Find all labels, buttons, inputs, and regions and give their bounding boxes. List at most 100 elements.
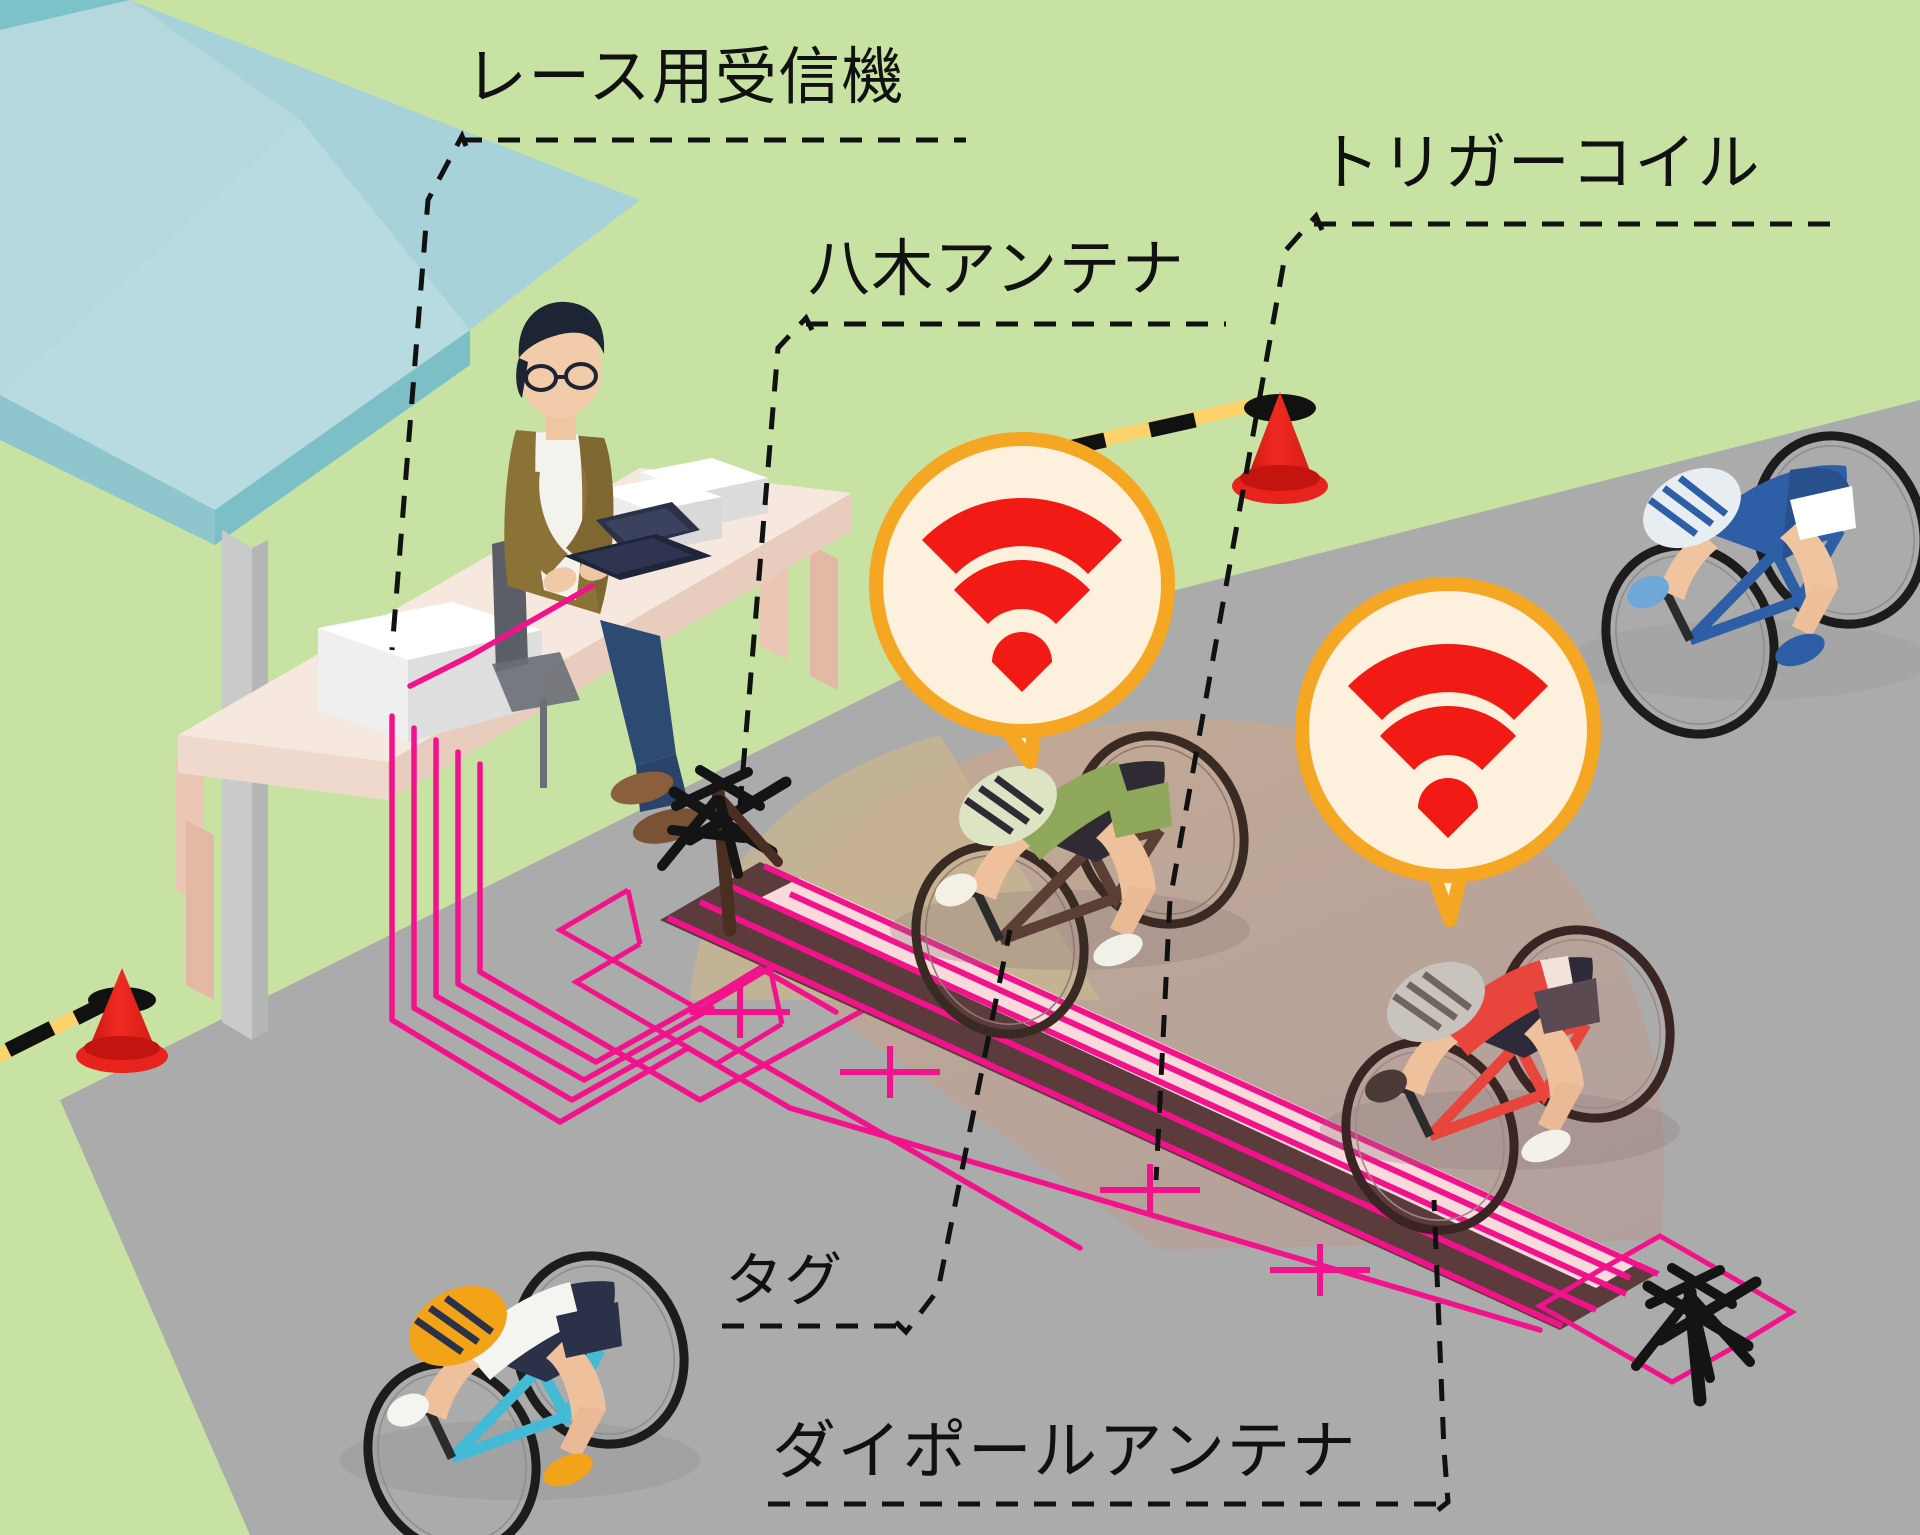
tent-canopy-left-face bbox=[0, 0, 300, 395]
operator-shoe-back bbox=[610, 771, 674, 805]
cone-base-shade bbox=[84, 1036, 160, 1060]
wifi-icon bbox=[1348, 643, 1548, 838]
leg-upper bbox=[1096, 818, 1156, 900]
leg-lower bbox=[1538, 1082, 1584, 1134]
tent-canopy-top-left bbox=[0, 0, 130, 30]
tent-canopy-under-right bbox=[215, 330, 470, 545]
chair-seat bbox=[492, 652, 580, 712]
operator-legs bbox=[600, 620, 676, 766]
yagi-leg-2 bbox=[717, 795, 783, 867]
operator-head bbox=[518, 318, 602, 418]
helmet-stripes bbox=[964, 775, 1045, 835]
receiver-box-left bbox=[318, 628, 408, 742]
arm bbox=[420, 1350, 480, 1420]
yagi-leg-1 bbox=[1631, 1295, 1693, 1371]
operator-arm-right bbox=[566, 452, 607, 566]
jersey-white bbox=[462, 1282, 580, 1380]
cyclist-green bbox=[890, 731, 1250, 1039]
helmet-stripes bbox=[1392, 971, 1473, 1031]
leg-lower bbox=[1792, 584, 1838, 636]
operator-figure bbox=[492, 301, 704, 844]
arm bbox=[1660, 532, 1718, 600]
arm bbox=[1398, 1026, 1458, 1096]
traffic-cone-right bbox=[1023, 392, 1328, 504]
shorts bbox=[1106, 782, 1172, 838]
receiver-pointer bbox=[389, 130, 469, 651]
helmet-stripes bbox=[414, 1295, 495, 1355]
cable-run-to-mat-b bbox=[697, 1025, 1083, 1251]
shorts bbox=[1534, 978, 1600, 1034]
cyclist-blue bbox=[1570, 431, 1920, 739]
label-dipole-antenna: ダイポールアンテナ bbox=[772, 1415, 1357, 1489]
tag-pointer bbox=[894, 929, 1013, 1336]
ground-cable-grid bbox=[555, 887, 785, 1067]
tent-pole-front bbox=[222, 530, 252, 1040]
yagi-element-1 bbox=[695, 765, 765, 811]
arm bbox=[970, 830, 1030, 900]
yagi-element-1 bbox=[1667, 1263, 1737, 1309]
laptop-keys bbox=[576, 538, 692, 574]
cable-5 bbox=[477, 761, 903, 1103]
yagi-element-2 bbox=[1645, 1265, 1725, 1309]
tent-canopy-under bbox=[0, 395, 215, 545]
table-top-edge bbox=[178, 735, 388, 800]
barrier-pole-stripe-1 bbox=[4, 1021, 56, 1057]
operator-hand-left bbox=[543, 567, 577, 593]
dipole-pointer bbox=[1431, 1199, 1451, 1512]
cable-to-yagi bbox=[721, 965, 839, 1015]
operator-arm-left bbox=[512, 470, 568, 576]
leg-lower bbox=[1110, 886, 1156, 938]
yagi-element-2 bbox=[671, 767, 753, 811]
cable-4 bbox=[455, 749, 727, 1065]
tent-pole-front-shadow bbox=[252, 540, 268, 1040]
equipment-box-b-top bbox=[640, 458, 768, 493]
leg-lower bbox=[560, 1406, 606, 1458]
shoe bbox=[1093, 933, 1143, 967]
cyclist-red bbox=[1320, 925, 1680, 1235]
wifi-bubble-right bbox=[1295, 577, 1601, 927]
shoe bbox=[543, 1453, 593, 1487]
cable-bundle bbox=[389, 583, 1543, 1333]
table-leg-front-left bbox=[186, 820, 214, 1000]
shoe bbox=[1521, 1129, 1571, 1163]
glove bbox=[1627, 575, 1669, 609]
cone-base-shade bbox=[1240, 465, 1320, 491]
cable-from-laptop bbox=[407, 583, 595, 689]
yagi-leg-1 bbox=[657, 795, 721, 871]
glove bbox=[1365, 1069, 1407, 1103]
receiver-box-top bbox=[318, 602, 542, 660]
jersey-green bbox=[1012, 762, 1130, 860]
laptop-screen-inner bbox=[604, 508, 690, 544]
helmet-stripes bbox=[1647, 475, 1729, 537]
yagi-leg-2 bbox=[1689, 1295, 1755, 1367]
laptop bbox=[564, 502, 712, 580]
operator-hair bbox=[518, 301, 605, 358]
cyclist-cyan bbox=[340, 1251, 700, 1535]
jersey-red bbox=[1440, 958, 1558, 1056]
cable-3 bbox=[433, 737, 715, 1083]
chair-leg bbox=[540, 700, 547, 788]
cable-run-to-mat-a bbox=[685, 1045, 1543, 1333]
yagi-antenna-right bbox=[1631, 1263, 1762, 1407]
leg-upper bbox=[546, 1338, 606, 1420]
trigger-pointer bbox=[1153, 211, 1325, 1181]
label-race-receiver: レース用受信機 bbox=[465, 40, 905, 113]
tent-canopy-right-face bbox=[130, 0, 640, 330]
label-tag: タグ bbox=[725, 1246, 844, 1314]
tent-canopy-front-face bbox=[0, 120, 470, 510]
yagi-leg-3 bbox=[1687, 1295, 1715, 1383]
yagi-pointer bbox=[737, 313, 815, 807]
cable-1 bbox=[389, 713, 691, 1125]
glove bbox=[387, 1393, 429, 1427]
yagi-leg-3 bbox=[715, 795, 743, 879]
shorts bbox=[556, 1302, 622, 1358]
cone-body bbox=[84, 968, 160, 1060]
traffic-cone-left bbox=[0, 968, 168, 1073]
leg-upper bbox=[1524, 1014, 1584, 1096]
yagi-antenna-left bbox=[657, 765, 792, 937]
shoe bbox=[1775, 633, 1825, 667]
shorts bbox=[1790, 486, 1856, 540]
